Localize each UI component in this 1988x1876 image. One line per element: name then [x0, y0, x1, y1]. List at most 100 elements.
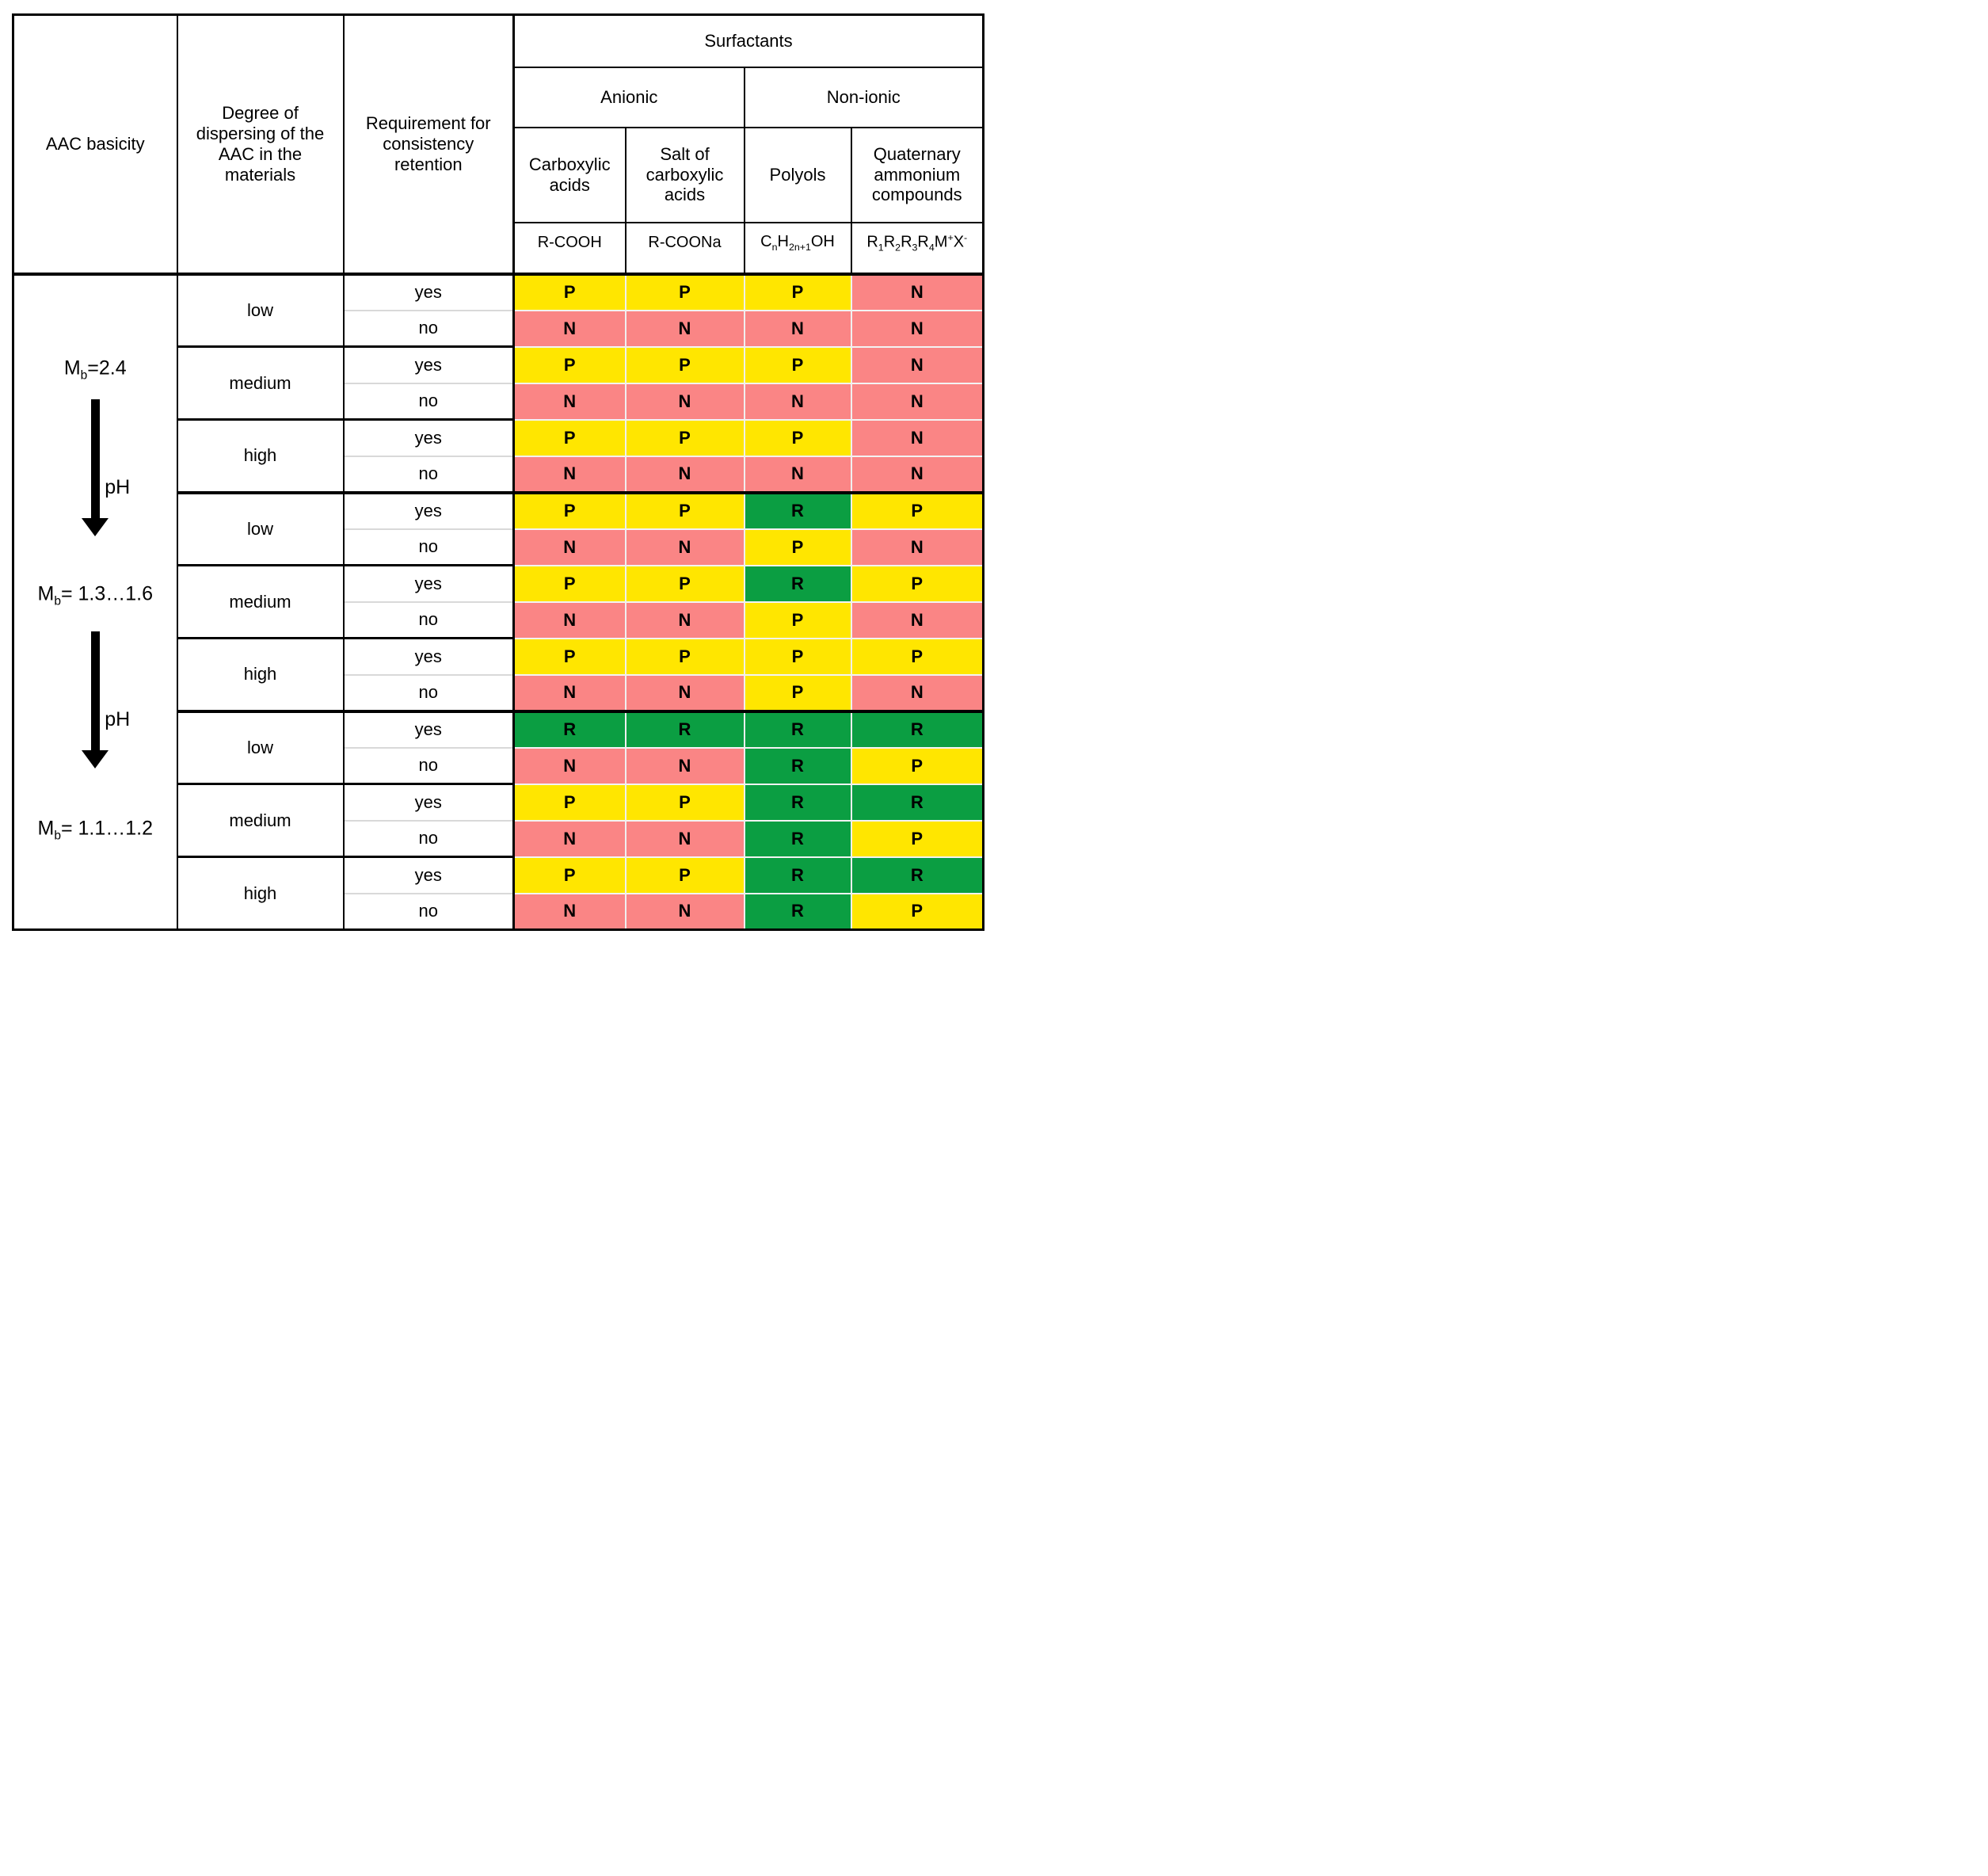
compatibility-value-cell: P	[513, 637, 626, 675]
ph-label: pH	[105, 476, 131, 499]
requirement-cell: yes	[343, 345, 515, 383]
compatibility-value-cell: P	[513, 564, 626, 602]
compatibility-value-cell: N	[624, 601, 745, 639]
compatibility-value-cell: P	[743, 418, 851, 456]
compatibility-value-cell: N	[624, 455, 745, 493]
dispersing-level-cell: low	[176, 273, 345, 347]
compatibility-value-cell: P	[850, 819, 984, 857]
compatibility-value-cell: R	[743, 709, 851, 748]
table-header: AAC basicity Degree of dispersing of the…	[12, 13, 984, 275]
formula-quaternary-ammonium: R1R2R3R4M+X-	[850, 221, 984, 275]
compatibility-value-cell: P	[513, 345, 626, 383]
mb-basicity-label-2: Mb= 1.1…1.2	[37, 817, 154, 843]
requirement-cell: no	[343, 601, 515, 639]
header-consistency-requirement: Requirement for consistency retention	[342, 13, 515, 275]
compatibility-value-cell: N	[624, 673, 745, 711]
compatibility-value-cell: R	[743, 892, 851, 930]
compatibility-value-cell: N	[624, 819, 745, 857]
header-carboxylic-acids: Carboxylic acids	[512, 126, 626, 223]
compatibility-value-cell: R	[743, 746, 851, 784]
compatibility-value-cell: N	[513, 673, 626, 711]
compatibility-value-cell: P	[513, 273, 626, 311]
compatibility-value-cell: P	[743, 637, 851, 675]
compatibility-value-cell: N	[743, 309, 851, 347]
requirement-cell: yes	[343, 709, 515, 748]
aac-basicity-cell: Mb=2.4 pH Mb= 1.3…1.6 pH Mb= 1.1…1.2	[13, 273, 177, 930]
requirement-cell: no	[343, 309, 515, 347]
compatibility-value-cell: P	[513, 418, 626, 456]
compatibility-value-cell: N	[850, 601, 984, 639]
compatibility-value-cell: R	[743, 856, 851, 894]
requirement-cell: no	[343, 382, 515, 420]
compatibility-value-cell: R	[624, 709, 745, 748]
header-surfactants: Surfactants	[512, 13, 984, 68]
dispersing-level-cell: high	[176, 418, 345, 493]
ph-down-arrow-icon: pH	[57, 399, 133, 537]
compatibility-value-cell: P	[743, 673, 851, 711]
compatibility-value-cell: R	[743, 783, 851, 821]
mb-basicity-label-1: Mb= 1.3…1.6	[37, 582, 154, 608]
compatibility-value-cell: N	[850, 382, 984, 420]
requirement-cell: yes	[343, 783, 515, 821]
compatibility-value-cell: N	[850, 345, 984, 383]
compatibility-value-cell: N	[513, 309, 626, 347]
compatibility-value-cell: P	[624, 637, 745, 675]
requirement-cell: yes	[343, 564, 515, 602]
compatibility-value-cell: N	[624, 892, 745, 930]
compatibility-value-cell: R	[743, 564, 851, 602]
ph-label: pH	[105, 707, 131, 730]
requirement-cell: yes	[343, 856, 515, 894]
compatibility-value-cell: N	[743, 455, 851, 493]
figure-page: AAC basicity Degree of dispersing of the…	[0, 0, 994, 944]
mb-basicity-label-0: Mb=2.4	[63, 357, 127, 383]
compatibility-value-cell: R	[850, 709, 984, 748]
arrow-head-icon	[82, 749, 109, 768]
compatibility-value-cell: P	[513, 490, 626, 529]
compatibility-value-cell: N	[513, 382, 626, 420]
compatibility-value-cell: N	[624, 309, 745, 347]
compatibility-value-cell: N	[850, 418, 984, 456]
compatibility-value-cell: N	[513, 601, 626, 639]
compatibility-value-cell: N	[624, 746, 745, 784]
compatibility-value-cell: P	[850, 564, 984, 602]
compatibility-value-cell: P	[513, 856, 626, 894]
compatibility-value-cell: P	[513, 783, 626, 821]
compatibility-value-cell: N	[850, 528, 984, 566]
compatibility-value-cell: P	[850, 490, 984, 529]
compatibility-value-cell: N	[624, 382, 745, 420]
requirement-cell: no	[343, 455, 515, 493]
arrow-shaft	[90, 631, 100, 750]
compatibility-value-cell: N	[513, 528, 626, 566]
compatibility-value-cell: P	[743, 345, 851, 383]
compatibility-value-cell: P	[624, 856, 745, 894]
dispersing-level-cell: high	[176, 856, 345, 930]
compatibility-value-cell: R	[513, 709, 626, 748]
header-salt-of-carboxylic-acids: Salt of carboxylic acids	[624, 126, 745, 223]
compatibility-value-cell: R	[743, 490, 851, 529]
compatibility-value-cell: P	[743, 528, 851, 566]
compatibility-value-cell: P	[743, 273, 851, 311]
arrow-shaft	[90, 399, 100, 519]
compatibility-value-cell: N	[513, 892, 626, 930]
requirement-cell: no	[343, 892, 515, 930]
dispersing-level-cell: low	[176, 490, 345, 566]
compatibility-value-cell: P	[624, 783, 745, 821]
requirement-cell: no	[343, 746, 515, 784]
ph-down-arrow-icon: pH	[57, 631, 133, 768]
compatibility-value-cell: N	[850, 273, 984, 311]
compatibility-value-cell: R	[743, 819, 851, 857]
dispersing-level-cell: high	[176, 637, 345, 711]
